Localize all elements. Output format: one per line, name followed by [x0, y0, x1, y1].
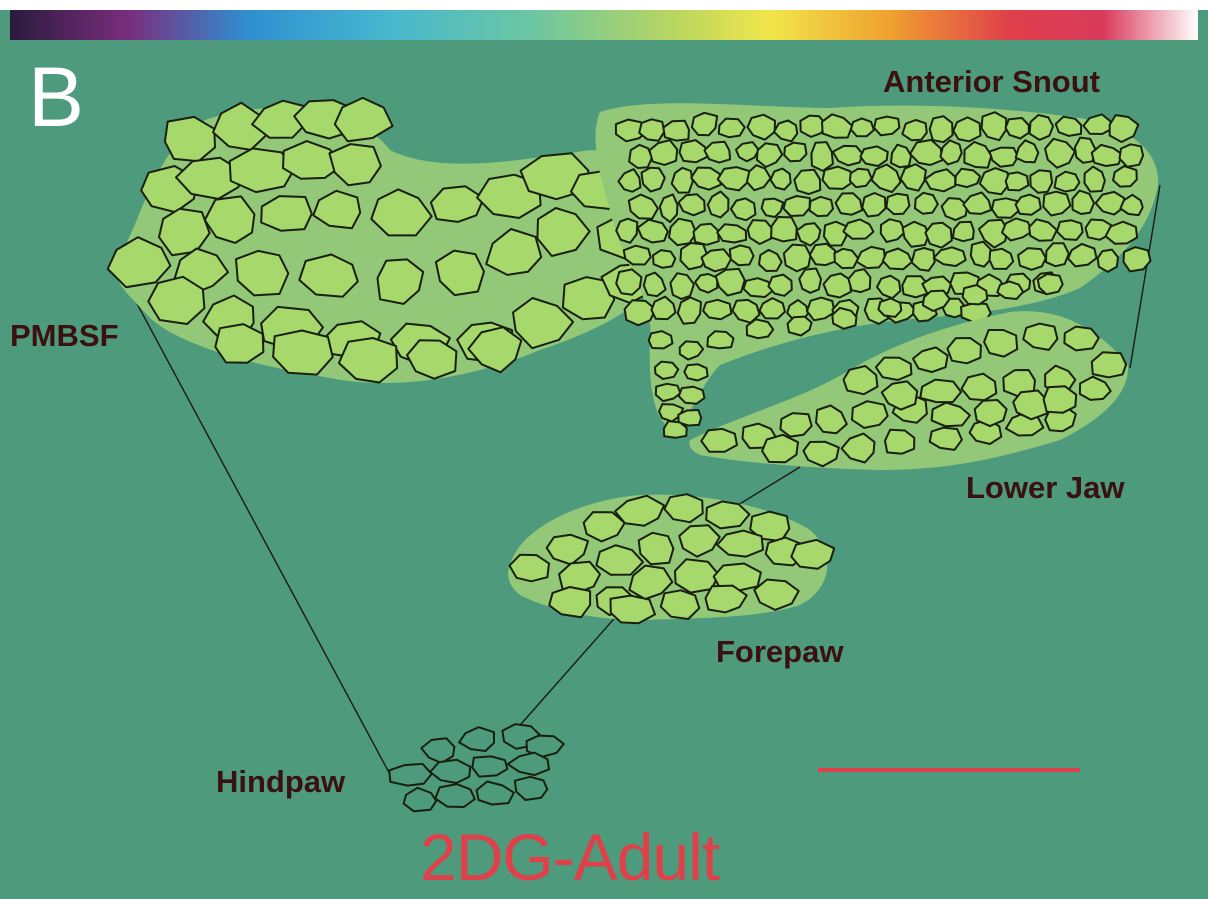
barrel: [784, 143, 806, 162]
panel-letter: B: [28, 50, 84, 144]
barrel: [925, 223, 951, 248]
barrel: [148, 277, 204, 324]
label-anterior-snout: Anterior Snout: [883, 64, 1100, 99]
barrel: [611, 596, 656, 624]
barrel: [1046, 243, 1069, 266]
barrel: [616, 219, 637, 243]
barrel: [851, 118, 874, 136]
barrel: [862, 193, 885, 217]
barrel: [1006, 118, 1029, 139]
barrel: [930, 116, 953, 142]
barrel: [1092, 352, 1126, 377]
barrel: [860, 146, 887, 166]
barrel: [663, 121, 689, 141]
barrel: [655, 362, 678, 379]
barrel: [823, 167, 853, 189]
barrel: [730, 245, 754, 265]
barrel: [878, 298, 901, 317]
barrel: [703, 300, 731, 320]
barrel: [629, 145, 652, 168]
barrel: [215, 324, 263, 363]
barrel: [811, 142, 833, 171]
intensity-color-bar: [10, 10, 1198, 40]
white-margin-top: [0, 0, 1208, 10]
figure-title: 2DG-Adult: [420, 820, 720, 894]
barrel: [1098, 250, 1118, 272]
barrel: [1018, 248, 1046, 270]
barrel: [784, 245, 811, 272]
barrel: [719, 119, 745, 138]
barrel: [915, 193, 938, 214]
barrel: [824, 222, 847, 246]
barrel: [992, 198, 1019, 218]
barrel: [653, 250, 675, 268]
barrel: [876, 358, 912, 380]
barrel: [971, 242, 991, 267]
barrel: [1030, 170, 1052, 193]
barrel: [885, 430, 914, 454]
barrel: [684, 364, 707, 380]
barrel: [784, 196, 810, 216]
barrel: [1120, 144, 1144, 167]
label-hindpaw: Hindpaw: [216, 764, 346, 799]
barrel: [810, 197, 834, 216]
label-lower-jaw: Lower Jaw: [966, 470, 1125, 505]
barrel: [799, 269, 821, 293]
barrel: [902, 120, 927, 140]
barrel: [389, 764, 431, 786]
barrel: [953, 117, 980, 141]
barrel: [649, 331, 673, 348]
barrel: [1006, 172, 1029, 190]
barrel: [762, 435, 798, 463]
barrel: [1044, 386, 1077, 413]
barrel: [707, 331, 733, 348]
barrel: [678, 297, 701, 323]
barrel: [616, 269, 641, 294]
barrel: [947, 338, 981, 363]
barrel: [701, 429, 737, 452]
barrel: [886, 194, 909, 214]
barrel: [261, 196, 312, 231]
label-forepaw: Forepaw: [716, 634, 844, 669]
barrel: [771, 217, 797, 241]
barrel: [679, 387, 705, 404]
label-pmbsf: PMBSF: [10, 318, 119, 353]
barrel: [942, 198, 968, 220]
barrel: [984, 330, 1017, 357]
barrel: [694, 224, 719, 245]
barrel: [1030, 115, 1053, 140]
barrel: [794, 170, 820, 194]
barrel: [624, 246, 651, 265]
barrel: [510, 555, 550, 582]
